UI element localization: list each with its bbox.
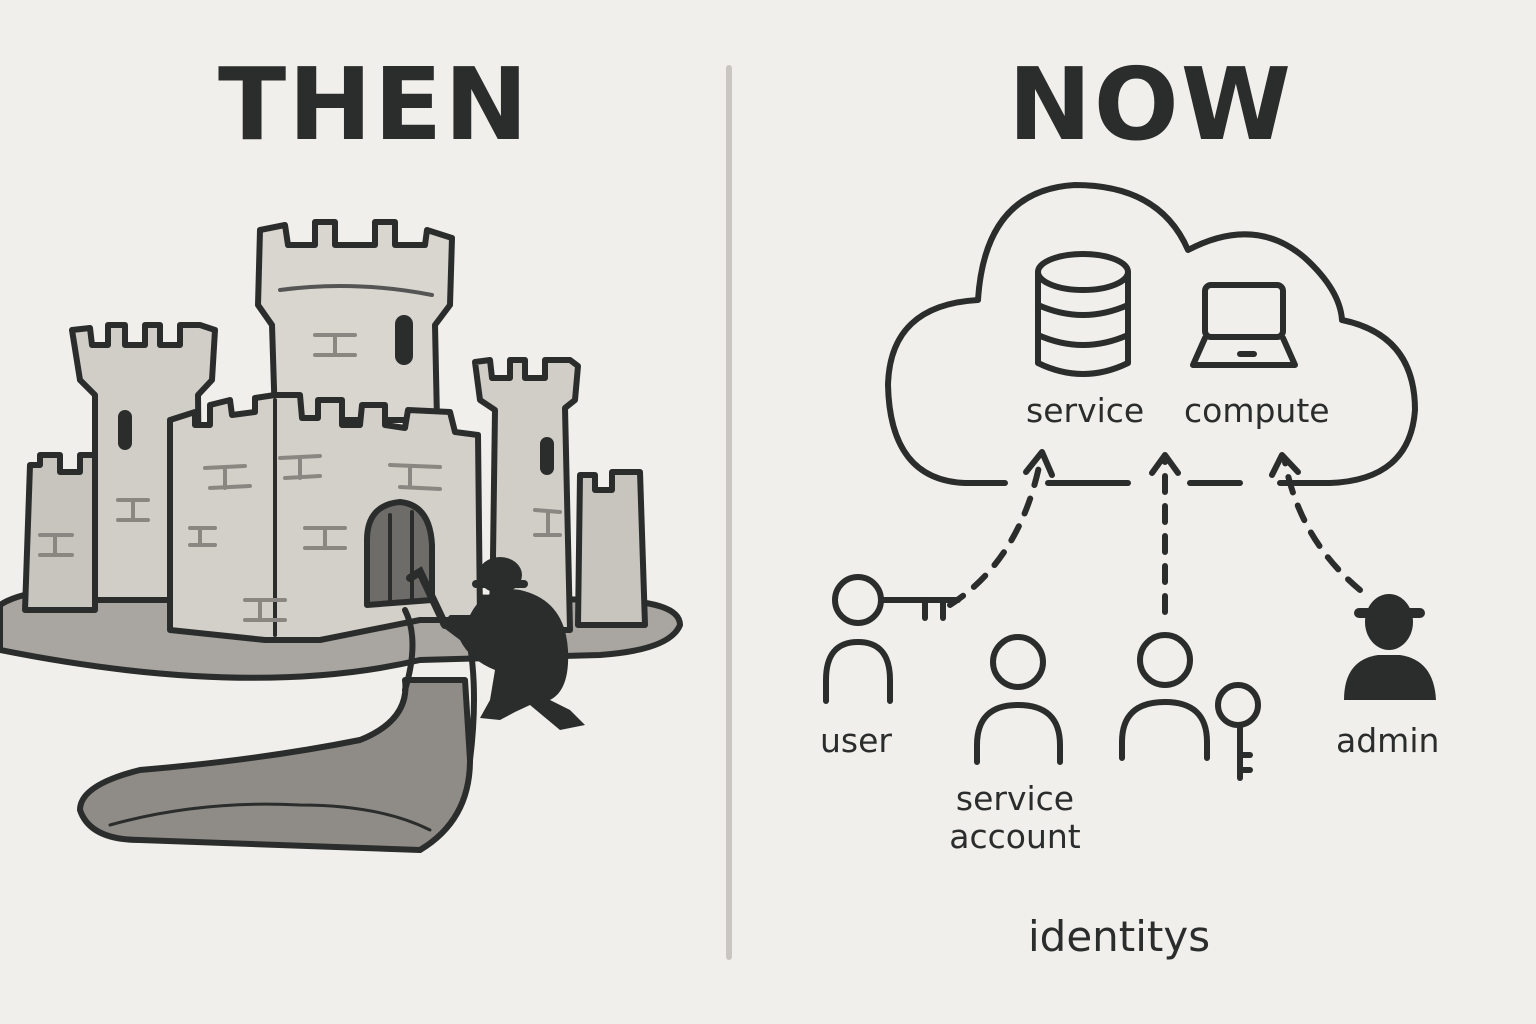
brand-wordmark: identitys bbox=[1028, 912, 1211, 961]
laptop-icon bbox=[1190, 282, 1298, 368]
database-icon bbox=[1035, 251, 1131, 377]
admin-hat-icon bbox=[1344, 594, 1436, 700]
identity-label-service-account: service account bbox=[949, 779, 1081, 856]
now-title: NOW bbox=[1008, 46, 1294, 163]
person-key-icon bbox=[1119, 632, 1261, 781]
burglar-icon bbox=[406, 557, 585, 730]
identity-label-admin: admin bbox=[1336, 721, 1440, 760]
then-title: THEN bbox=[218, 46, 530, 163]
person-icon bbox=[974, 634, 1063, 765]
identity-label-user: user bbox=[820, 721, 892, 760]
panel-divider bbox=[726, 65, 732, 960]
resource-label-service: service bbox=[1026, 391, 1145, 430]
user-key-icon bbox=[823, 574, 961, 704]
resource-label-compute: compute bbox=[1184, 391, 1330, 430]
dashed-arrows bbox=[947, 449, 1363, 615]
cloud-icon bbox=[885, 182, 1418, 486]
